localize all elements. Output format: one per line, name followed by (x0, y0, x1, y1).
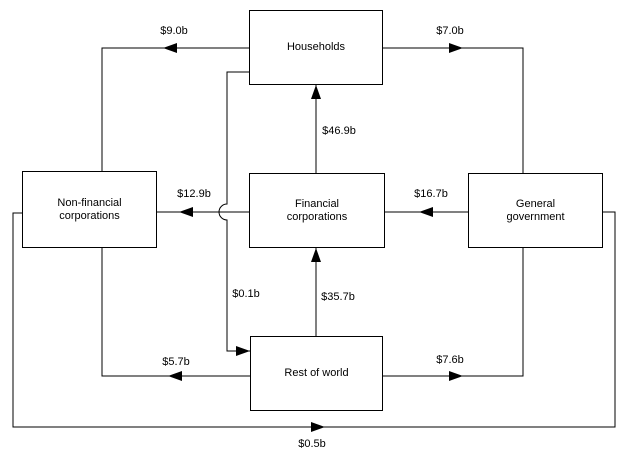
arrowhead-rest-of-world-to-general-government (449, 371, 463, 381)
arrowhead-households-to-rest-of-world (236, 346, 250, 356)
node-general-government-label: General government (506, 197, 565, 223)
flow-amount-rest-of-world-to-general-government: $7.6b (435, 354, 465, 366)
flow-amount-households-to-rest-of-world: $0.1b (231, 288, 261, 300)
flow-line-households-to-non-financial (101, 47, 249, 171)
arrowhead-financial-to-households (311, 85, 321, 99)
arrowhead-non-financial-to-general-government (311, 422, 325, 432)
flow-amount-financial-to-households: $46.9b (321, 125, 357, 137)
flow-amount-households-to-general-government: $7.0b (435, 25, 465, 37)
node-households: Households (249, 10, 383, 85)
node-financial-corporations: Financial corporations (249, 173, 385, 248)
arrowhead-financial-to-non-financial (179, 207, 193, 217)
arrowhead-households-to-general-government (449, 43, 463, 53)
flow-amount-financial-to-non-financial: $12.9b (176, 188, 212, 200)
flow-line-rest-of-world-to-non-financial (101, 248, 250, 377)
node-rest-of-world: Rest of world (250, 336, 383, 411)
arrowhead-households-to-non-financial (163, 43, 177, 53)
arrowhead-general-government-to-financial (419, 207, 433, 217)
node-non-financial-corporations-label: Non-financial corporations (57, 196, 122, 222)
node-rest-of-world-label: Rest of world (284, 367, 349, 379)
flow-line-households-to-rest-of-world (218, 71, 250, 352)
flow-amount-rest-of-world-to-financial: $35.7b (320, 291, 356, 303)
arrowhead-rest-of-world-to-non-financial (168, 371, 182, 381)
flow-amount-non-financial-to-general-government: $0.5b (297, 438, 327, 450)
node-households-label: Households (286, 41, 346, 53)
flow-line-households-to-general-government (383, 47, 524, 173)
flow-amount-households-to-non-financial: $9.0b (159, 25, 189, 37)
flow-amount-rest-of-world-to-non-financial: $5.7b (161, 356, 191, 368)
arrowhead-rest-of-world-to-financial (311, 248, 321, 262)
flow-amount-general-government-to-financial: $16.7b (413, 188, 449, 200)
node-general-government: General government (468, 173, 603, 248)
node-financial-corporations-label: Financial corporations (286, 197, 348, 223)
flow-line-rest-of-world-to-general-government (383, 248, 524, 377)
node-non-financial-corporations: Non-financial corporations (22, 171, 157, 248)
